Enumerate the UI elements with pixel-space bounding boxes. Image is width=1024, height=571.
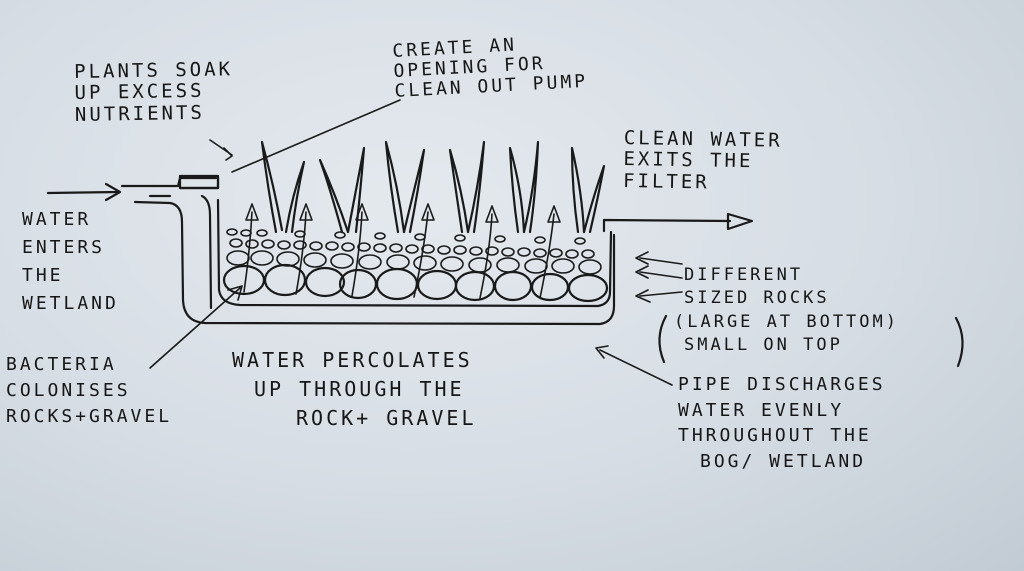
water-enters-line-2: ENTERS [22, 236, 106, 258]
plants-line-3: NUTRIENTS [74, 101, 206, 126]
clean-water-label: CLEAN WATER EXITS THE FILTER [622, 127, 783, 195]
large-rocks [222, 263, 609, 303]
rocks-label-bracket-left [658, 314, 668, 364]
rocks-label: DIFFERENT SIZED ROCKS (LARGE AT BOTTOM) … [674, 264, 899, 358]
bacteria-line-1: BACTERIA [6, 354, 117, 375]
rocks-line-3: (LARGE AT BOTTOM) [674, 311, 899, 332]
pump-opening-box [178, 174, 220, 190]
reed-plants [260, 140, 606, 234]
pipe-line-4: BOG/ WETLAND [700, 450, 867, 472]
water-enters-line-4: WETLAND [22, 292, 119, 314]
pipe-line-2: WATER EVENLY [678, 399, 845, 421]
water-enters-line-3: THE [22, 264, 64, 286]
clean-water-line-3: FILTER [622, 169, 710, 194]
plants-label: PLANTS SOAK UP EXCESS NUTRIENTS [73, 58, 234, 126]
bacteria-line-2: COLONISES [6, 380, 131, 402]
percolates-label: WATER PERCOLATES UP THROUGH THE ROCK+ GR… [232, 346, 477, 433]
bacteria-line-3: ROCKS+GRAVEL [6, 406, 173, 428]
bed-container [216, 198, 613, 308]
plants-line-2: UP EXCESS [74, 79, 205, 105]
pipe-line-3: THROUGHOUT THE [678, 425, 872, 447]
pipe-line-1: PIPE DISCHARGES [678, 374, 886, 395]
percolates-line-3: ROCK+ GRAVEL [296, 406, 477, 430]
rocks-line-2: SIZED ROCKS [684, 288, 830, 309]
leader-lines [149, 99, 683, 386]
rocks-line-4: SMALL ON TOP [684, 335, 843, 356]
rocks-line-1: DIFFERENT [684, 265, 804, 285]
percolation-arrows [243, 203, 561, 299]
inlet-pipe [120, 176, 616, 326]
rocks-label-bracket-right [954, 316, 964, 368]
outlet-pipe [602, 212, 754, 233]
medium-rocks [226, 250, 602, 275]
percolates-line-2: UP THROUGH THE [254, 377, 465, 401]
pipe-label: PIPE DISCHARGES WATER EVENLY THROUGHOUT … [678, 372, 886, 474]
plants-line-1: PLANTS SOAK [73, 58, 234, 83]
opening-label: CREATE AN OPENING FOR CLEAN OUT PUMP [392, 32, 589, 103]
water-enters-line-1: WATER [22, 209, 92, 230]
water-enters-label: WATER ENTERS THE WETLAND [22, 206, 119, 318]
bacteria-label: BACTERIA COLONISES ROCKS+GRAVEL [6, 352, 172, 430]
inlet-arrow [46, 182, 122, 202]
percolates-line-1: WATER PERCOLATES [232, 348, 473, 372]
small-gravel [226, 228, 595, 259]
